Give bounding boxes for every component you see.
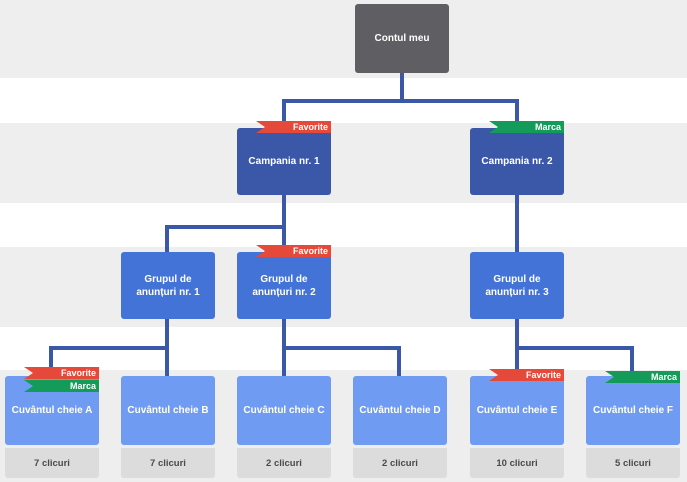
connector-root-campaigns [282, 71, 519, 130]
ad-group-3-label: Grupul de anunțuri nr. 3 [485, 273, 549, 298]
campaign-2-node[interactable]: Campania nr. 2 [470, 128, 564, 195]
keyword-f-marca-flag: Marca [605, 371, 680, 383]
connector-campaign1-groups [165, 193, 286, 254]
level-band-root [0, 0, 687, 78]
campaign-2-marca-flag: Marca [489, 121, 564, 133]
campaign-1-favorite-flag: Favorite [256, 121, 331, 133]
connector-group3-keywords [515, 317, 634, 378]
keyword-b-clicks: 7 clicuri [121, 448, 215, 478]
root-account-node[interactable]: Contul meu [355, 4, 449, 73]
keyword-a-label: Cuvântul cheie A [11, 405, 93, 416]
campaign-1-node[interactable]: Campania nr. 1 [237, 128, 331, 195]
keyword-c-node[interactable]: Cuvântul cheie C [237, 376, 331, 445]
keyword-f-clicks: 5 clicuri [586, 448, 680, 478]
ad-group-2-node[interactable]: Grupul de anunțuri nr. 2 [237, 252, 331, 319]
keyword-e-label: Cuvântul cheie E [476, 405, 558, 416]
keyword-c-clicks: 2 clicuri [237, 448, 331, 478]
keyword-c-label: Cuvântul cheie C [243, 405, 325, 416]
campaign-2-label: Campania nr. 2 [481, 156, 553, 167]
ad-group-1-label: Grupul de anunțuri nr. 1 [136, 273, 200, 298]
level-band-groups [0, 247, 687, 327]
keyword-b-node[interactable]: Cuvântul cheie B [121, 376, 215, 445]
keyword-a-clicks: 7 clicuri [5, 448, 99, 478]
ad-group-1-node[interactable]: Grupul de anunțuri nr. 1 [121, 252, 215, 319]
level-band-keywords [0, 370, 687, 482]
keyword-a-marca-flag: Marca [24, 380, 99, 392]
campaign-1-label: Campania nr. 1 [248, 156, 320, 167]
connector-group1-keywords [49, 317, 169, 378]
ad-group-3-node[interactable]: Grupul de anunțuri nr. 3 [470, 252, 564, 319]
keyword-d-node[interactable]: Cuvântul cheie D [353, 376, 447, 445]
keyword-e-node[interactable]: Cuvântul cheie E [470, 376, 564, 445]
keyword-a-favorite-flag: Favorite [24, 367, 99, 379]
root-account-label: Contul meu [374, 33, 430, 44]
level-band-campaigns [0, 123, 687, 203]
ad-group-2-label: Grupul de anunțuri nr. 2 [252, 273, 316, 298]
keyword-d-clicks: 2 clicuri [353, 448, 447, 478]
keyword-d-label: Cuvântul cheie D [359, 405, 441, 416]
ad-group-2-favorite-flag: Favorite [256, 245, 331, 257]
connector-group2-keywords [282, 317, 401, 378]
keyword-e-clicks: 10 clicuri [470, 448, 564, 478]
keyword-b-label: Cuvântul cheie B [127, 405, 209, 416]
keyword-f-node[interactable]: Cuvântul cheie F [586, 376, 680, 445]
keyword-f-label: Cuvântul cheie F [592, 405, 673, 416]
keyword-e-favorite-flag: Favorite [489, 369, 564, 381]
